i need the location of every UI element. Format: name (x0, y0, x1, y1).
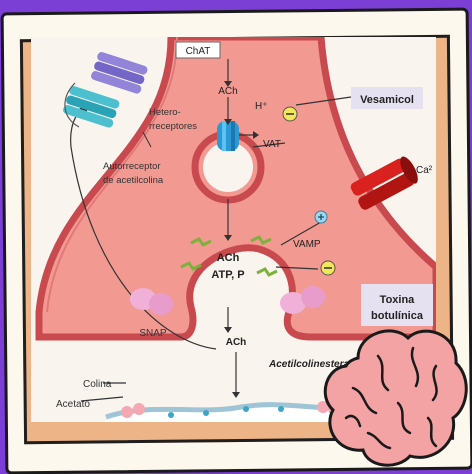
label-atp-p: ATP, P (211, 269, 244, 281)
label-snap: SNAP (139, 328, 167, 339)
label-vamp: VAMP (293, 239, 321, 250)
label-vat: VAT (263, 139, 281, 150)
label-vesamicol: Vesamicol (360, 94, 414, 106)
label-ca: Ca² (416, 165, 433, 176)
label-receptores: rreceptores (149, 121, 197, 132)
label-acetato: Acetato (56, 399, 90, 410)
label-ach-top: ACh (218, 86, 237, 97)
label-colina: Colina (83, 379, 112, 390)
label-ach-vesicle: ACh (217, 252, 240, 264)
vat-transporter (217, 121, 239, 151)
label-hetero: Hetero- (149, 107, 181, 118)
label-toxina-1: Toxina (380, 294, 416, 306)
label-autorreceptor-1: Autorreceptor (103, 161, 161, 172)
label-chat: ChAT (186, 46, 211, 57)
label-h-plus: H⁺ (255, 101, 268, 112)
brain-icon (318, 318, 472, 473)
label-autorreceptor-2: de acetilcolina (103, 175, 164, 186)
label-ach-cleft: ACh (226, 337, 247, 348)
